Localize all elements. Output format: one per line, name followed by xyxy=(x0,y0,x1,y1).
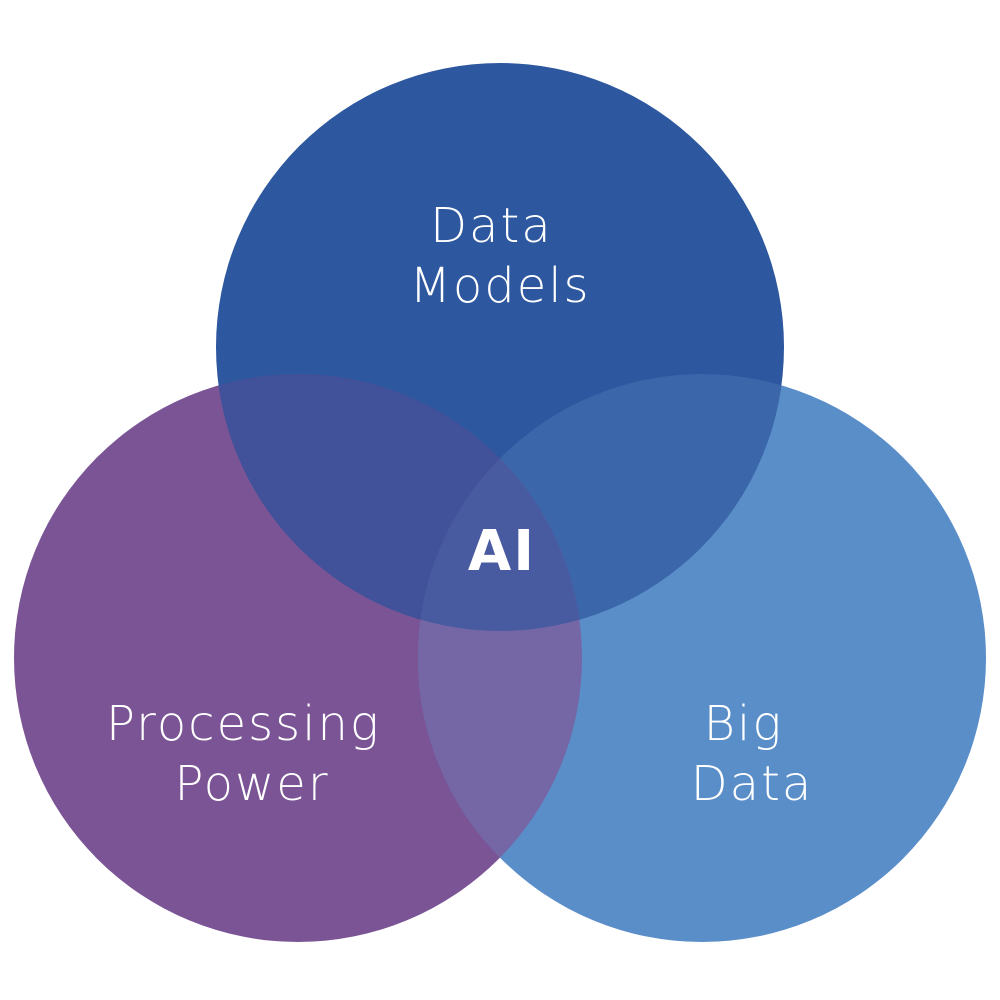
processing-power-label-line-2: Power xyxy=(174,756,329,812)
models-bigdata-overlap xyxy=(418,374,784,631)
big-data-label-line-1: Big xyxy=(704,696,784,752)
processing-power-label-line-1: Processing xyxy=(106,696,381,752)
data-models-label-line-1: Data xyxy=(430,198,553,254)
models-power-overlap xyxy=(216,374,582,631)
data-models-label-line-2: Models xyxy=(409,258,590,314)
big-data-label-line-2: Data xyxy=(691,756,814,812)
processing-power-label: Processing Power xyxy=(106,696,398,812)
center-ai-label: AI xyxy=(468,519,536,584)
data-models-label: Data Models xyxy=(409,198,590,314)
big-data-label: Big Data xyxy=(691,696,814,812)
